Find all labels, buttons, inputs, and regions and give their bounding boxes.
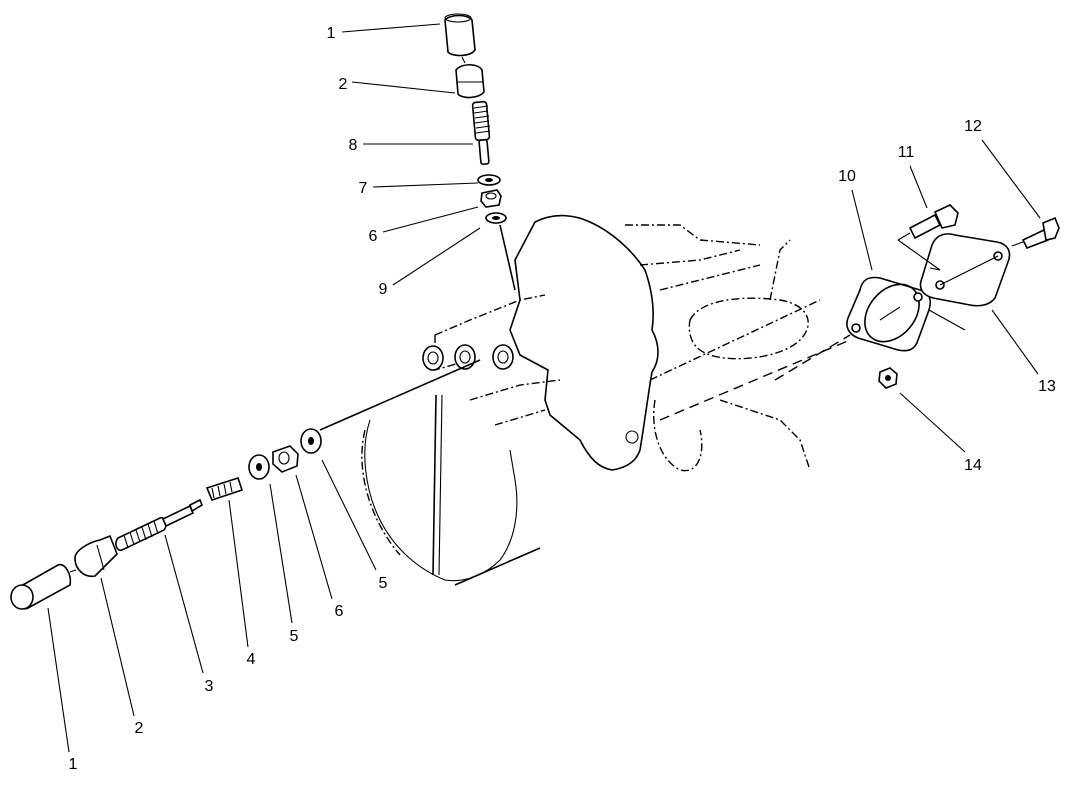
callout-bottom-2-nut: 2: [134, 720, 144, 737]
callout-bottom-3-stem: 3: [204, 678, 214, 695]
callout-bottom-1-cap: 1: [68, 756, 78, 773]
top-valve-assembly: [444, 13, 516, 291]
callout-top-7-washer: 7: [358, 180, 368, 197]
callout-11-bolt: 11: [897, 144, 915, 161]
callout-12-bolt: 12: [964, 118, 982, 135]
callout-top-8-stem: 8: [348, 137, 358, 154]
callout-top-2-nut: 2: [338, 76, 348, 93]
callout-bottom-4-spring: 4: [246, 651, 256, 668]
housing-body: [361, 214, 851, 586]
callout-bottom-5-washer-b: 5: [378, 575, 388, 592]
cover-plate-assembly: [774, 204, 1060, 389]
callout-bottom-5-washer-a: 5: [289, 628, 299, 645]
callout-top-6-nut: 6: [368, 228, 378, 245]
callout-bottom-6-nut: 6: [334, 603, 344, 620]
callout-top-9-washer: 9: [378, 281, 388, 298]
side-valve-assembly: [10, 359, 481, 610]
callout-10-gasket: 10: [838, 168, 856, 185]
callout-top-1-cap: 1: [326, 25, 336, 42]
leader-lines: [47, 23, 1041, 753]
callout-13-cover-plate: 13: [1038, 378, 1056, 395]
callout-14-nut: 14: [964, 457, 982, 474]
